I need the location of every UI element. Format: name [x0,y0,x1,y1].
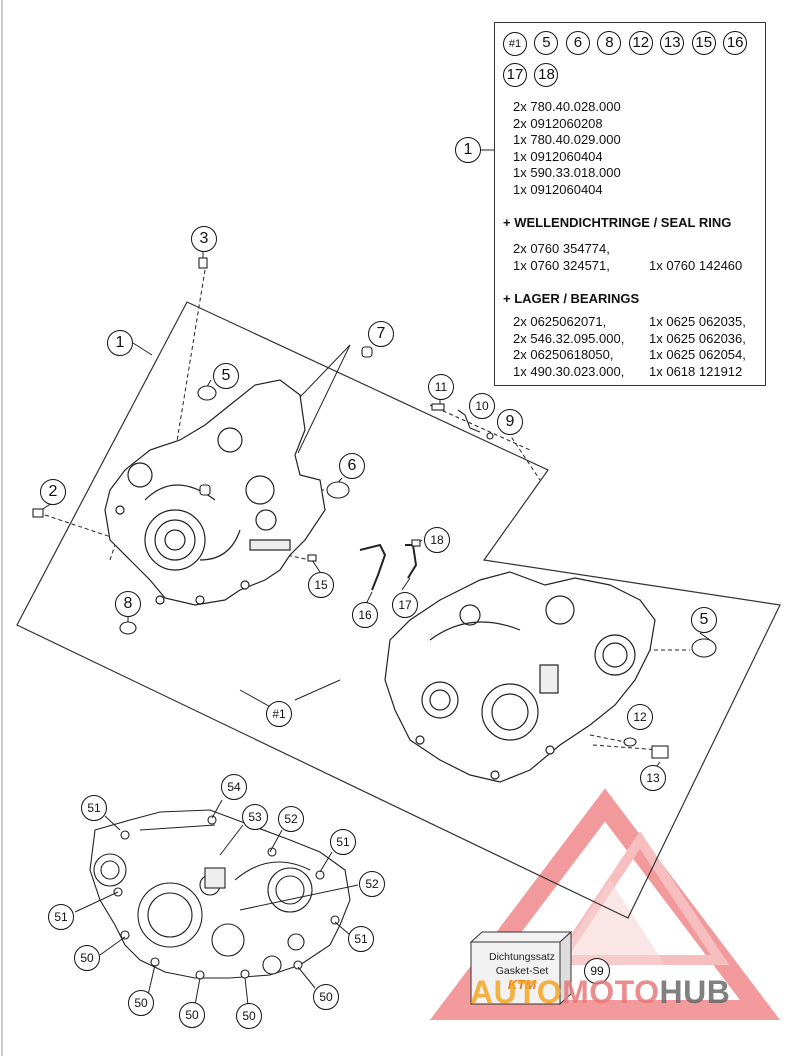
bearing-part: 1x 0625 062054, [649,347,746,362]
part-number: 2x 0912060208 [513,115,603,131]
badge-15: 15 [691,31,716,55]
seal-part: 2x 0760 354774, [513,241,610,256]
part-number: 2x 780.40.028.000 [513,99,621,114]
badge-5: 5 [534,31,559,55]
callout-54: 54 [221,774,247,800]
callout-set-1: #1 [266,701,292,727]
badge-18: 18 [534,63,559,87]
callout-50-d: 50 [236,1003,262,1029]
callout-6: 6 [339,453,365,479]
callout-7: 7 [368,321,394,347]
badge-8: 8 [597,31,622,55]
callout-99: 99 [584,958,610,984]
callout-10: 10 [469,393,495,419]
callout-3: 3 [191,226,217,252]
watermark-logo-triangles [429,788,781,1020]
callout-12: 12 [627,704,653,730]
assembly-outline [16,301,781,919]
bearing-part: 2x 06250618050, [513,347,614,362]
included-parts-badges: #1 5 6 8 12 13 15 16 17 18 [503,31,765,94]
seal-ring-title: + WELLENDICHTRINGE / SEAL RING [503,215,732,230]
badge-16: 16 [723,31,748,55]
callout-51-c: 51 [48,904,74,930]
callout-13: 13 [640,765,666,791]
callout-18: 18 [424,527,450,553]
part-number: 1x 590.33.018.000 [513,165,621,180]
callout-50-b: 50 [128,990,154,1016]
bearing-part: 1x 0625 062036, [649,330,746,346]
gasket-set-box [469,930,573,1006]
badge-6: 6 [565,31,590,55]
watermark-part-auto: AUTO [470,974,563,1010]
callout-2: 2 [40,479,66,505]
callout-50-e: 50 [313,984,339,1010]
callout-50-a: 50 [74,945,100,971]
seal-part: 1x 0760 142460 [649,257,743,273]
callout-51-a: 51 [81,795,107,821]
callout-51-d: 51 [348,926,374,952]
parts-info-box: #1 5 6 8 12 13 15 16 17 18 2x 780.40.028… [494,22,766,386]
left-crankcase-half [104,379,326,606]
bearing-part: 1x 0625 062035, [649,314,746,329]
part-number: 1x 0912060404 [513,148,603,164]
callout-15: 15 [308,572,334,598]
badge-12: 12 [628,31,653,55]
callout-5-left: 5 [213,363,239,389]
callout-1-crankcase: 1 [107,330,133,356]
bearings-list: 2x 0625062071, 1x 0625 062035, 2x 546.32.… [513,314,746,380]
gasket-set-logo: KTM [507,977,537,992]
right-crankcase-half [384,571,656,783]
badge-17: 17 [503,63,527,87]
bearing-part: 1x 490.30.023.000, [513,363,625,379]
part-number: 1x 780.40.029.000 [513,132,621,147]
bearing-part: 2x 546.32.095.000, [513,330,625,346]
gasket-set-de: Dichtungssatz [489,951,555,963]
badge-13: 13 [660,31,685,55]
seal-part: 1x 0760 324571, [513,257,610,273]
callout-11: 11 [428,374,454,400]
inner-view-leaders [74,799,359,1006]
callout-8: 8 [115,591,141,617]
badge-set-1: #1 [503,32,527,56]
callout-52-a: 52 [278,806,304,832]
inner-crankcase-view [89,809,351,980]
callout-50-c: 50 [179,1002,205,1028]
callout-53: 53 [242,804,268,830]
callout-16: 16 [352,602,378,628]
seal-ring-list: 2x 0760 354774, 1x 0760 324571, 1x 0760 1… [513,241,742,274]
callout-52-b: 52 [359,871,385,897]
part-number: 1x 0912060404 [513,181,603,197]
callout-1-infobox: 1 [455,137,481,163]
gasket-set-en: Gasket-Set [495,965,549,977]
callout-5-right: 5 [691,607,717,633]
callout-9: 9 [497,409,523,435]
bearing-part: 1x 0618 121912 [649,363,743,379]
gasket-set-label: Dichtungssatz Gasket-Set KTM [474,950,570,992]
callout-17: 17 [392,592,418,618]
part-number-list: 2x 780.40.028.000 2x 0912060208 1x 780.4… [513,99,621,198]
watermark-text: AUTOMOTOHUB [470,974,730,1011]
callout-51-b: 51 [330,829,356,855]
bearings-title: + LAGER / BEARINGS [503,291,640,306]
bearing-part: 2x 0625062071, [513,314,607,329]
small-parts [32,257,717,759]
watermark-part-hub: HUB [659,974,731,1010]
watermark-part-moto: MOTO [562,974,660,1010]
